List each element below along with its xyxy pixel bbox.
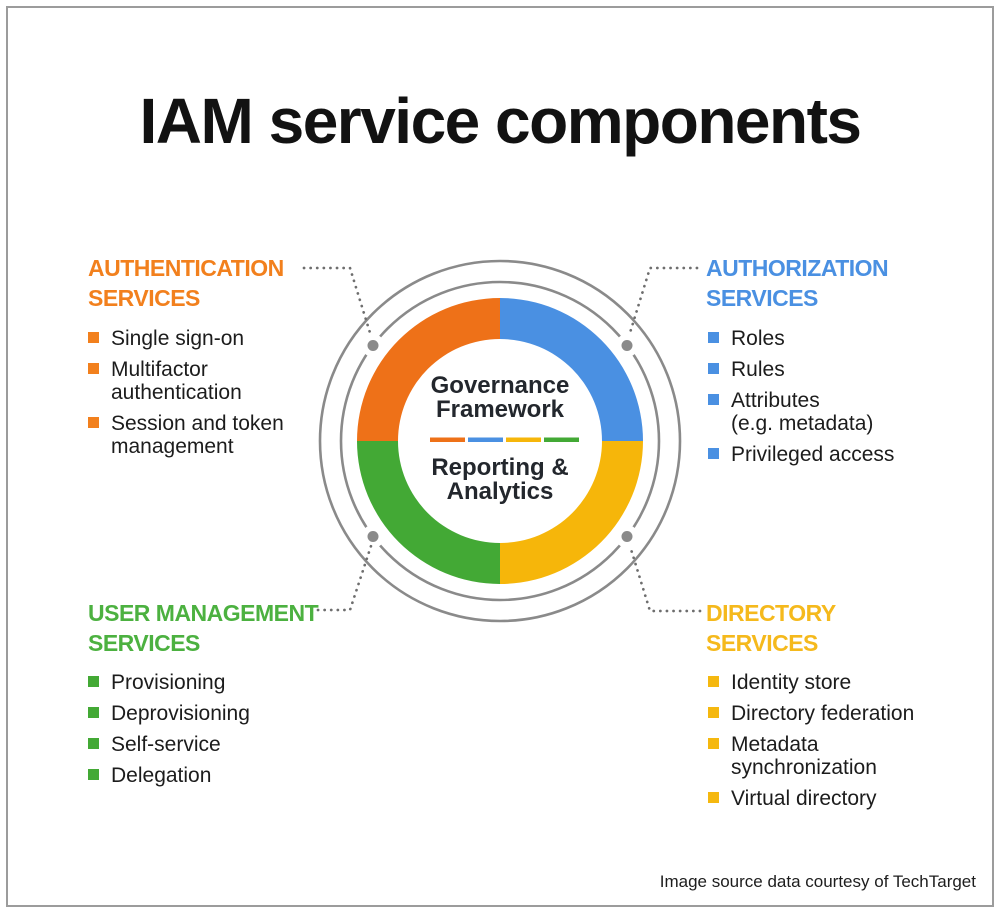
list-item-label: Metadata synchronization	[731, 733, 877, 779]
list-item: Provisioning	[88, 671, 250, 694]
bullet-square-icon	[88, 676, 99, 687]
list-item: Directory federation	[708, 702, 914, 725]
list-item-label: Delegation	[111, 764, 212, 787]
list-item: Deprovisioning	[88, 702, 250, 725]
list-item-label: Deprovisioning	[111, 702, 250, 725]
list-item: Delegation	[88, 764, 250, 787]
list-item: Virtual directory	[708, 787, 914, 810]
center-label-reporting-analytics: Reporting & Analytics	[431, 454, 569, 505]
list-item: Session and token management	[88, 412, 284, 458]
heading-authorization-services: AUTHORIZATION SERVICES	[706, 255, 889, 311]
list-item-label: Directory federation	[731, 702, 915, 725]
list-item: Multifactor authentication	[88, 358, 284, 404]
heading-authentication-services: AUTHENTICATION SERVICES	[88, 255, 284, 311]
donut-segment-directory	[500, 441, 643, 584]
bullet-square-icon	[708, 332, 719, 343]
bullet-square-icon	[708, 394, 719, 405]
center-label-governance-framework: Governance Framework	[430, 372, 570, 423]
node-dot-directory	[621, 531, 633, 542]
list-item: Attributes (e.g. metadata)	[708, 389, 894, 435]
heading-directory-services: DIRECTORY SERVICES	[706, 600, 836, 656]
bullet-square-icon	[708, 738, 719, 749]
bullet-square-icon	[708, 448, 719, 459]
inner-ring	[339, 280, 661, 602]
connector-directory	[628, 544, 702, 613]
connector-authorization	[627, 266, 699, 338]
bullet-square-icon	[708, 707, 719, 718]
list-item-label: Provisioning	[111, 671, 226, 694]
bullet-square-icon	[88, 738, 99, 749]
donut-segment-user-management	[357, 441, 500, 584]
bullet-square-icon	[88, 332, 99, 343]
node-dot-authentication	[367, 340, 379, 351]
list-item-label: Identity store	[731, 671, 852, 694]
list-item-label: Privileged access	[731, 443, 895, 466]
list-item-label: Single sign-on	[111, 327, 245, 350]
image-source-credit: Image source data courtesy of TechTarget	[659, 872, 976, 891]
list-item: Identity store	[708, 671, 914, 694]
connector-authentication	[302, 266, 373, 338]
heading-user-management-services: USER MANAGEMENT SERVICES	[88, 600, 319, 656]
list-item-label: Attributes (e.g. metadata)	[731, 389, 874, 435]
list-item: Rules	[708, 358, 894, 381]
list-item: Roles	[708, 327, 894, 350]
divider-segment-green	[544, 437, 579, 442]
donut-segment-authentication	[357, 298, 500, 441]
page-title: IAM service components	[139, 85, 863, 157]
connector-user-management	[316, 544, 373, 612]
bullet-square-icon	[708, 792, 719, 803]
divider-segment-blue	[468, 437, 503, 442]
bullet-square-icon	[88, 769, 99, 780]
list-item-label: Multifactor authentication	[111, 358, 242, 404]
list-item-label: Virtual directory	[731, 787, 877, 810]
list-authorization: Roles Rules Attributes (e.g. metadata) P…	[708, 327, 894, 474]
list-item-label: Self-service	[111, 733, 221, 756]
outer-ring	[318, 259, 682, 623]
list-item: Single sign-on	[88, 327, 284, 350]
bullet-square-icon	[88, 707, 99, 718]
bullet-square-icon	[708, 363, 719, 374]
list-user-management: Provisioning Deprovisioning Self-service…	[88, 671, 250, 795]
bullet-square-icon	[88, 363, 99, 374]
list-authentication: Single sign-on Multifactor authenticatio…	[88, 327, 284, 466]
list-item: Metadata synchronization	[708, 733, 914, 779]
bullet-square-icon	[708, 676, 719, 687]
list-item-label: Rules	[731, 358, 785, 381]
list-item: Self-service	[88, 733, 250, 756]
list-item: Privileged access	[708, 443, 894, 466]
bullet-square-icon	[88, 417, 99, 428]
node-dot-user-management	[367, 531, 379, 542]
donut-segment-authorization	[500, 298, 643, 441]
list-directory: Identity store Directory federation Meta…	[708, 671, 914, 818]
list-item-label: Session and token management	[111, 412, 284, 458]
divider-segment-orange	[430, 437, 465, 442]
node-dot-authorization	[621, 340, 633, 351]
divider-segment-yellow	[506, 437, 541, 442]
list-item-label: Roles	[731, 327, 785, 350]
